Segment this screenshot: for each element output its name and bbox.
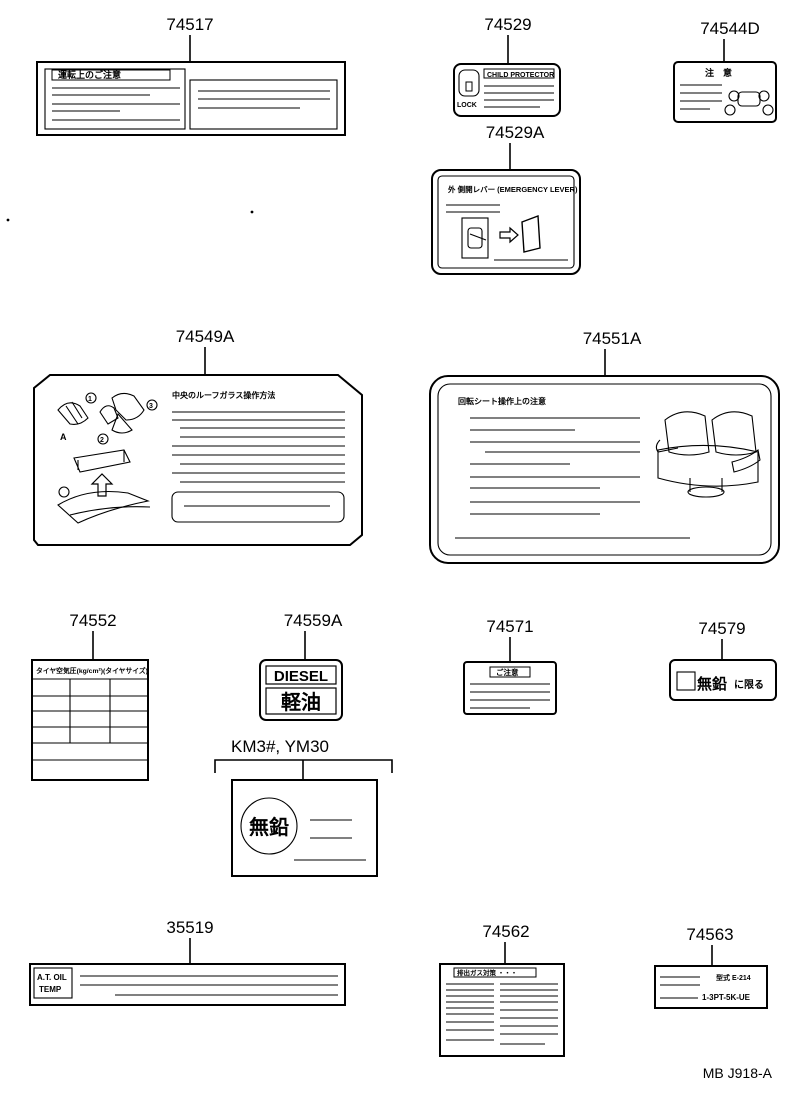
label-74551A — [429, 375, 780, 564]
part-74529: 74529 LOCK CHILD PROTECTOR — [453, 15, 561, 117]
part-74551A: 74551A 回転シート操作上の注意 — [429, 329, 780, 564]
label-74529-title: CHILD PROTECTOR — [487, 72, 554, 79]
part-number-74529A: 74529A — [486, 123, 545, 142]
part-74517: 74517 運転上のご注意 — [36, 15, 346, 136]
part-number-74552: 74552 — [69, 611, 116, 630]
part-number-74517: 74517 — [166, 15, 213, 34]
part-74571: 74571 ご注意 — [463, 617, 557, 715]
label-74517-title: 運転上のご注意 — [58, 69, 121, 80]
part-74552: 74552 タイヤ空気圧(kg/cm²)(タイヤサイズ) — [31, 611, 149, 781]
roof-glass-illustration: 1 2 3 A — [57, 392, 158, 524]
label-74544D — [673, 61, 777, 123]
label-35519-atoil: A.T. OIL — [37, 973, 67, 982]
label-74579-muen: 無鉛 — [697, 675, 727, 693]
label-unleaded-text: 無鉛 — [249, 815, 289, 839]
part-74563: 74563 型式 E-214 1-3PT-5K-UE — [654, 925, 768, 1009]
label-74549A-title: 中央のルーフガラス操作方法 — [172, 390, 275, 400]
door-handle-icon — [521, 215, 541, 253]
label-74571 — [463, 661, 557, 715]
part-74544D: 74544D 注 意 — [673, 19, 777, 123]
label-74563-code: 型式 E-214 — [716, 973, 751, 982]
marker-2: 2 — [100, 437, 104, 444]
label-74517-title-box — [51, 69, 171, 81]
hinge-icon — [724, 90, 774, 116]
label-74559A-keiyu: 軽油 — [281, 690, 321, 714]
marker-1: 1 — [88, 396, 92, 403]
label-74552 — [31, 659, 149, 781]
marker-3: 3 — [149, 403, 153, 410]
part-35519: 35519 A.T. OIL TEMP — [29, 918, 346, 1006]
label-35519-temp: TEMP — [39, 985, 62, 994]
label-74563-engine: 1-3PT-5K-UE — [702, 993, 751, 1002]
part-number-74559A: 74559A — [284, 611, 343, 630]
marker-a: A — [60, 432, 67, 442]
door-lever-icon — [461, 217, 489, 259]
part-number-74579: 74579 — [698, 619, 745, 638]
label-74517-left-panel — [44, 68, 186, 130]
arrow-up-icon — [90, 473, 114, 497]
part-74529A: 74529A 外 側開レバー (EMERGENCY LEVER) — [431, 123, 581, 275]
part-74562: 74562 排出ガス対策 ・・・ — [439, 922, 565, 1057]
label-74579-box — [676, 671, 696, 691]
part-74559A: 74559A DIESEL 軽油 — [259, 611, 343, 721]
label-74551A-title: 回転シート操作上の注意 — [458, 396, 546, 406]
part-number-74544D: 74544D — [700, 19, 760, 38]
rotating-seat-icon — [655, 411, 761, 498]
stray-mark — [250, 210, 254, 214]
part-number-74563: 74563 — [686, 925, 733, 944]
label-74579 — [669, 659, 777, 701]
part-number-74562: 74562 — [482, 922, 529, 941]
part-number-35519: 35519 — [166, 918, 213, 937]
label-74571-title: ご注意 — [496, 667, 519, 677]
label-35519-tag — [33, 967, 73, 999]
part-number-74529: 74529 — [484, 15, 531, 34]
part-number-74551A: 74551A — [583, 329, 642, 348]
diagram-code: MB J918-A — [703, 1065, 773, 1081]
part-number-74571: 74571 — [486, 617, 533, 636]
label-74517-right-panel — [189, 79, 338, 130]
part-74549A: 74549A 1 2 3 A 中央のルーフガラス操作方法 — [33, 327, 363, 546]
group-label: KM3#, YM30 — [231, 737, 329, 756]
arrow-right-icon — [499, 226, 519, 244]
lock-icon — [458, 69, 480, 97]
label-74579-kagiru: に限る — [734, 679, 764, 691]
label-74559A-diesel: DIESEL — [274, 668, 328, 685]
label-74544D-title: 注 意 — [705, 67, 732, 78]
label-74529-lock: LOCK — [457, 102, 477, 109]
unleaded-circle — [240, 797, 298, 855]
part-number-74549A: 74549A — [176, 327, 235, 346]
label-74549A — [33, 374, 363, 546]
label-74529A-title: 外 側開レバー (EMERGENCY LEVER) — [448, 184, 578, 194]
stray-mark — [6, 218, 10, 222]
label-74552-title: タイヤ空気圧(kg/cm²)(タイヤサイズ) — [36, 666, 148, 675]
part-74579: 74579 無鉛 に限る — [669, 619, 777, 701]
label-74549A-notice-box — [171, 491, 345, 523]
label-74562-title: 排出ガス対策 ・・・ — [457, 968, 517, 977]
label-74563 — [654, 965, 768, 1009]
group-km3-ym30: KM3#, YM30 無鉛 — [214, 737, 393, 877]
